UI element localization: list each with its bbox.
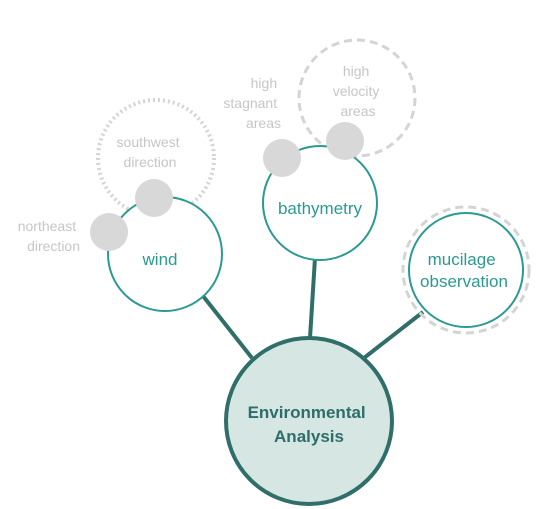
center-label: Environmental Analysis [248,403,371,446]
northeast-dot [90,213,128,251]
connector-bathymetry [308,257,317,339]
bathymetry-label: bathymetry [278,199,363,218]
bathymetry-node [262,145,378,261]
mucilage-dashed-ring [401,205,531,335]
high-velocity-dot [326,122,364,160]
mucilage-label: mucilage observation [420,250,508,291]
center-node [224,336,394,506]
high-velocity-label: high velocity areas [333,63,384,119]
high-stagnant-label: high stagnant areas [223,75,281,131]
southwest-label: southwest direction [117,134,184,170]
southwest-dot [135,179,173,217]
high-velocity-ring [297,38,417,158]
connector-wind [201,294,254,360]
wind-label: wind [142,250,178,269]
northeast-label: northeast direction [18,218,80,254]
mucilage-node [408,212,524,328]
high-stagnant-dot [263,139,301,177]
connector-mucilage [362,310,425,360]
